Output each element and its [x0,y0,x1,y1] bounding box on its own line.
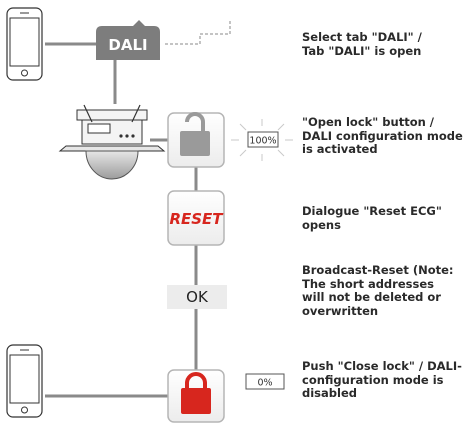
step-1-line-1: Select tab "DALI" / [302,30,422,44]
dali-tab[interactable] [96,20,160,60]
open-lock-button[interactable] [167,112,225,168]
dali-tab-label: DALI [108,36,147,54]
ok-button[interactable]: OK [167,285,227,309]
tab-bar-outline [165,20,231,45]
step-1-line-2: Tab "DALI" is open [302,43,422,58]
step-description-4: Broadcast-Reset (Note: The short address… [302,263,468,318]
lock-open-icon [180,112,210,156]
percent-indicator-closed [245,373,285,390]
step-3-line-2: opens [302,217,341,232]
percent-closed-label: 0% [257,378,272,389]
step-description-3: Dialogue "Reset ECG" opens [302,204,468,232]
step-description-1: Select tab "DALI" / Tab "DALI" is open [302,30,468,58]
sensor-device-icon [58,104,166,180]
step-description-2: "Open lock" button / DALI configuration … [302,115,468,157]
step-2-line-2: DALI configuration mode [302,128,463,143]
reset-button[interactable]: RESET [167,190,225,246]
step-2-line-1: "Open lock" button / [302,115,434,129]
percent-indicator-open [247,131,279,148]
step-5-line-3: disabled [302,386,357,400]
step-4-line-2: The short addresses [302,276,434,291]
lock-closed-icon [181,372,211,414]
step-4-line-1: Broadcast-Reset (Note: [302,263,454,277]
step-5-line-2: configuration mode is [302,372,444,387]
step-4-line-3: will not be deleted or [302,290,441,304]
smartphone-icon [6,344,43,418]
step-4-line-4: overwritten [302,303,379,318]
reset-button-label: RESET [169,210,224,228]
step-3-line-1: Dialogue "Reset ECG" [302,204,442,218]
percent-open-label: 100% [249,136,276,147]
step-description-5: Push "Close lock" / DALI- configuration … [302,359,468,401]
step-5-line-1: Push "Close lock" / DALI- [302,359,462,373]
step-2-line-3: is activated [302,142,378,156]
smartphone-icon [6,7,43,81]
brightness-glow-icon [231,119,293,161]
close-lock-button[interactable] [167,369,225,423]
